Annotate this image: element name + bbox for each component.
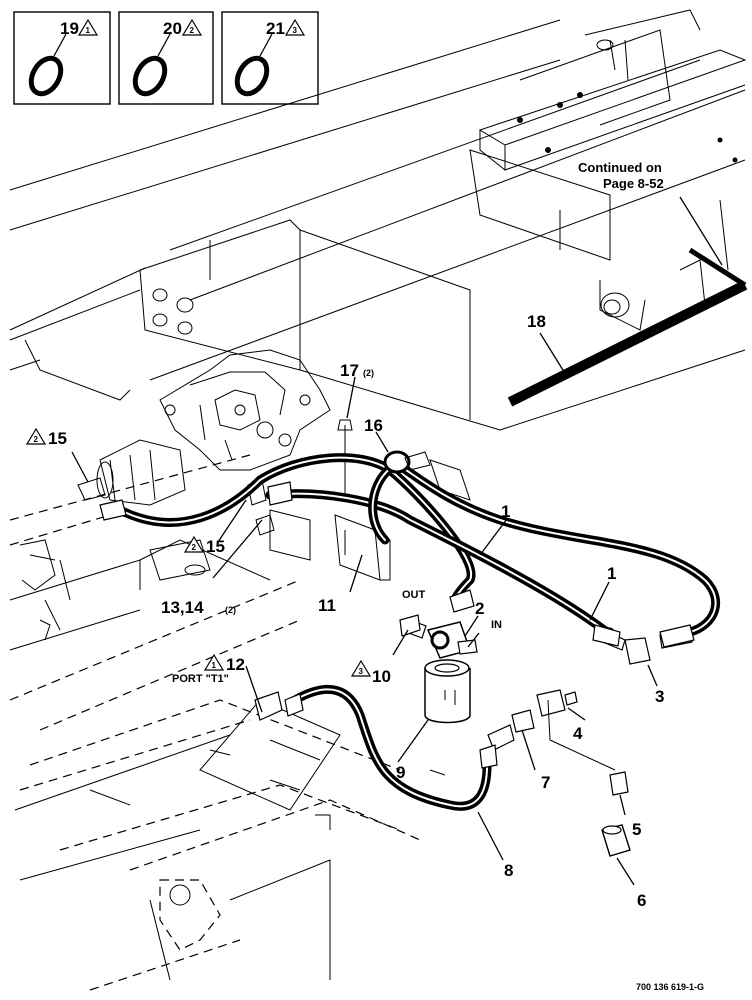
filter-head [405, 619, 478, 659]
tee-fitting-4 [536, 689, 578, 717]
callout-13-14-qty: (2) [225, 605, 236, 615]
port-t1-label: PORT "T1" [172, 673, 229, 685]
continuation-line-1: Continued on [578, 160, 662, 175]
hose-1-lower [115, 453, 476, 605]
svg-text:2: 2 [34, 435, 39, 444]
callout-11: 11 [318, 596, 336, 615]
hose-end-fittings [99, 481, 695, 769]
fitting-5 [547, 699, 629, 796]
svg-text:2: 2 [192, 543, 197, 552]
callout-10: 10 [372, 667, 391, 686]
revision-triangle: 3 [284, 18, 306, 36]
inset-box-20: 20 2 [118, 11, 214, 105]
callout-18: 18 [527, 312, 546, 331]
hose-1-right [385, 455, 721, 637]
callout-17-qty: (2) [363, 368, 374, 378]
callout-7: 7 [541, 773, 550, 792]
callout-15: 15 [206, 537, 225, 556]
callouts: 1 1 2 3 4 5 6 7 8 9 10 11 12 13,14 (2) 1… [25, 312, 664, 910]
callout-1: 1 [501, 502, 510, 521]
continuation-line-2: Page 8-52 [603, 176, 664, 191]
inset-label-19: 19 [60, 19, 79, 38]
callout-6: 6 [637, 891, 646, 910]
revision-triangle: 2 [181, 18, 203, 36]
revision-triangle: 2 [183, 535, 205, 553]
svg-text:3: 3 [293, 26, 298, 35]
revision-triangle: 1 [77, 18, 99, 36]
revision-triangle: 1 [203, 653, 225, 671]
svg-text:2: 2 [190, 26, 195, 35]
continuation-note: Continued on Page 8-52 [578, 160, 664, 191]
fitting-6 [601, 824, 631, 857]
fitting-12 [254, 691, 283, 721]
callout-17: 17 [340, 361, 359, 380]
callout-16: 16 [364, 416, 383, 435]
svg-text:3: 3 [359, 667, 364, 676]
inset-label-21: 21 [266, 19, 285, 38]
inset-box-21: 21 3 [221, 11, 319, 105]
revision-triangle: 2 [25, 427, 47, 445]
callout-15: 15 [48, 429, 67, 448]
callout-1: 1 [607, 564, 616, 583]
revision-triangle: 3 [350, 659, 372, 677]
filter-element [424, 659, 471, 724]
callout-3: 3 [655, 687, 664, 706]
hose-18 [507, 247, 748, 407]
frame-linework [9, 9, 747, 991]
svg-text:1: 1 [86, 26, 91, 35]
fitting-10 [399, 614, 421, 637]
callout-5: 5 [632, 820, 641, 839]
svg-text:1: 1 [212, 661, 217, 670]
callout-13-14: 13,14 [161, 598, 204, 617]
leader-lines [71, 196, 723, 886]
callout-12: 12 [226, 655, 245, 674]
hose-16 [368, 450, 431, 545]
port-out-label: OUT [402, 589, 426, 601]
callout-8: 8 [504, 861, 513, 880]
callout-4: 4 [573, 724, 583, 743]
inset-label-20: 20 [163, 19, 182, 38]
hose-8 [290, 684, 492, 811]
port-in-label: IN [491, 619, 502, 631]
inset-box-19: 19 1 [13, 11, 111, 105]
callout-2: 2 [475, 599, 484, 618]
figure-number: 700 136 619-1-G [636, 982, 704, 992]
fitting-7 [487, 709, 535, 751]
callout-9: 9 [396, 763, 405, 782]
